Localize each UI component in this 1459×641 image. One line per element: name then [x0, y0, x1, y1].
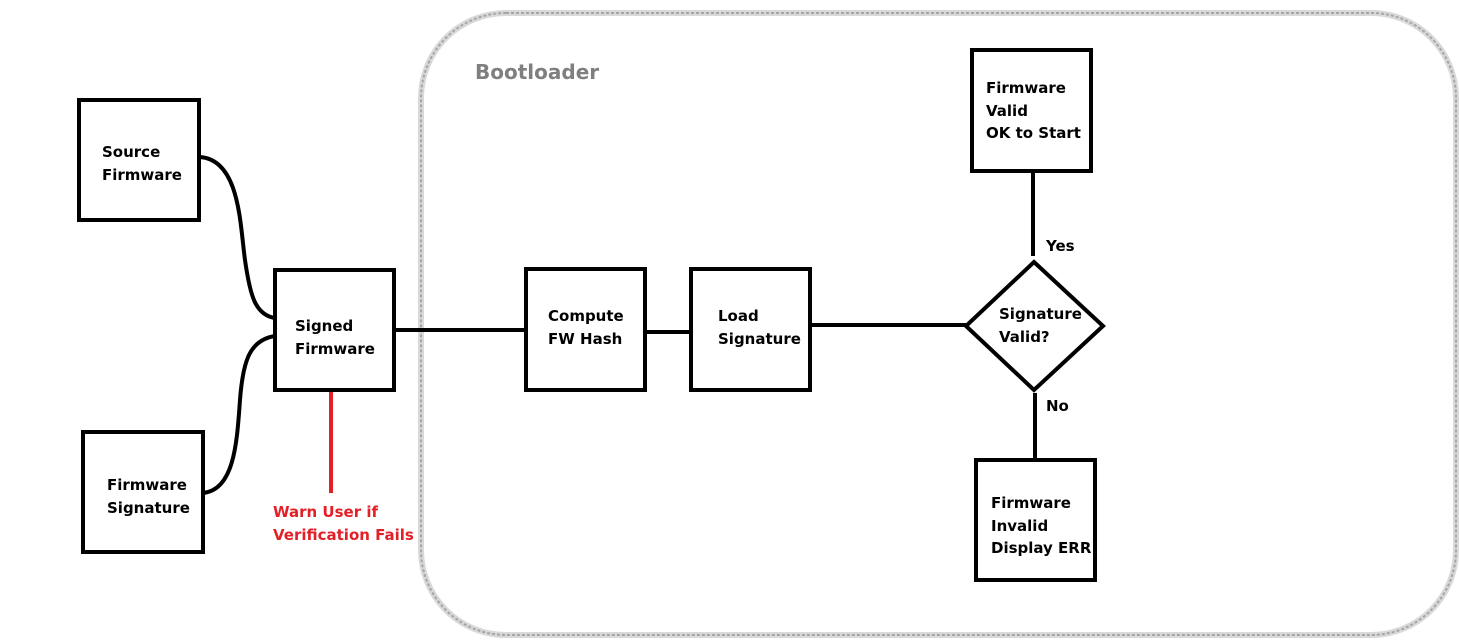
connector-signature-to-signed	[202, 334, 276, 495]
node-firmware-invalid: Firmware Invalid Display ERR	[974, 458, 1097, 582]
node-firmware-valid-label: Firmware Valid OK to Start	[986, 79, 1081, 142]
node-compute-fw-hash-label: Compute FW Hash	[548, 307, 629, 348]
node-label-line: Firmware	[986, 79, 1066, 97]
node-label-line: Valid?	[999, 328, 1050, 346]
connector-source-to-signed	[199, 155, 276, 320]
edge-label-yes: Yes	[1045, 237, 1075, 255]
node-load-signature-label: Load Signature	[718, 307, 801, 348]
warning-note: Warn User if Verification Fails	[273, 503, 414, 544]
node-firmware-signature: Firmware Signature	[81, 430, 205, 554]
node-label-line: Load	[718, 307, 759, 325]
node-signed-firmware-label: Signed Firmware	[295, 317, 375, 358]
node-firmware-invalid-label: Firmware Invalid Display ERR	[991, 494, 1092, 557]
node-signature-valid-label: Signature Valid?	[999, 305, 1087, 346]
node-firmware-signature-label: Firmware Signature	[107, 476, 192, 517]
node-label-line: FW Hash	[548, 330, 622, 348]
warning-line: Warn User if	[273, 503, 378, 521]
node-label-line: Source	[102, 143, 160, 161]
edge-label-no: No	[1046, 397, 1069, 415]
warning-line: Verification Fails	[273, 526, 414, 544]
node-label-line: Invalid	[991, 517, 1048, 535]
node-load-signature: Load Signature	[689, 267, 812, 392]
node-label-line: Display ERR	[991, 539, 1092, 557]
node-signature-valid-decision: Signature Valid?	[963, 259, 1106, 393]
node-label-line: Signed	[295, 317, 353, 335]
node-label-line: Compute	[548, 307, 624, 325]
node-firmware-valid: Firmware Valid OK to Start	[970, 48, 1093, 173]
node-source-firmware-label: Source Firmware	[102, 143, 182, 184]
node-label-line: Firmware	[102, 166, 182, 184]
bootloader-boundary: Bootloader	[418, 10, 1459, 638]
bootloader-title: Bootloader	[475, 60, 599, 84]
node-label-line: Firmware	[295, 340, 375, 358]
node-label-line: OK to Start	[986, 124, 1081, 142]
node-label-line: Firmware	[991, 494, 1071, 512]
node-source-firmware: Source Firmware	[77, 98, 201, 222]
node-label-line: Valid	[986, 102, 1028, 120]
node-signed-firmware: Signed Firmware	[273, 268, 396, 392]
node-label-line: Signature	[718, 330, 801, 348]
node-label-line: Signature	[107, 499, 190, 517]
node-label-line: Signature	[999, 305, 1082, 323]
connectors	[199, 155, 1037, 495]
node-label-line: Firmware	[107, 476, 187, 494]
node-compute-fw-hash: Compute FW Hash	[524, 267, 647, 392]
bootloader-boundary-outline	[420, 12, 1457, 636]
